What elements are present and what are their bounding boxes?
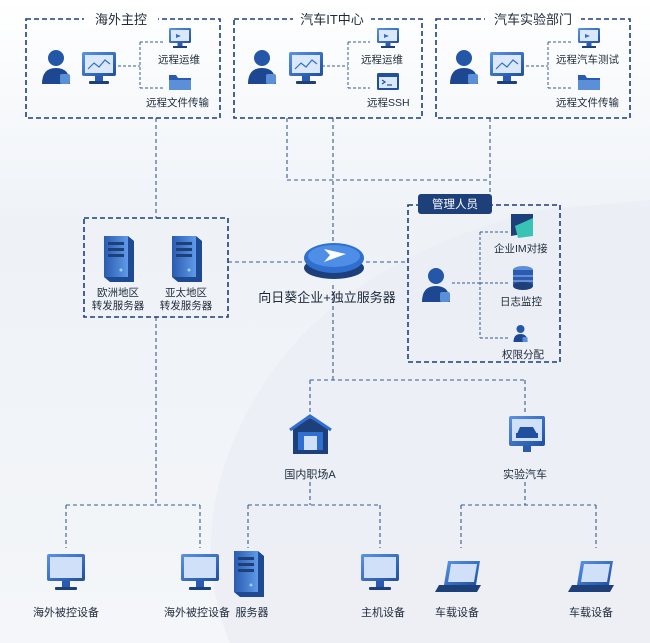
inner-connectors	[118, 41, 572, 339]
feature-label: 企业IM对接	[494, 242, 548, 255]
connection-lines	[65, 118, 597, 548]
central-server-icon	[304, 243, 364, 279]
im-icon	[511, 214, 533, 238]
device-label: 车载设备	[569, 605, 613, 619]
feature-label: 远程运维	[361, 53, 403, 66]
admin-title-badge	[418, 194, 492, 214]
test-car-icon	[509, 416, 545, 452]
database-icon	[513, 266, 533, 290]
server-label: 转发服务器	[92, 299, 145, 312]
device-label: 主机设备	[361, 605, 405, 619]
server-label: 亚太地区	[165, 286, 207, 299]
feature-label: 权限分配	[502, 348, 544, 361]
group-title-bg	[485, 11, 581, 27]
central-server-label: 向日葵企业+独立服务器	[258, 290, 396, 305]
device-label: 海外被控设备	[164, 605, 230, 619]
device-label: 海外被控设备	[33, 605, 99, 619]
site-label: 实验汽车	[503, 467, 547, 481]
server-label: 欧洲地区	[97, 286, 139, 299]
feature-label: 远程汽车测试	[556, 53, 619, 66]
site-label: 国内职场A	[284, 467, 336, 481]
eu-server-icon	[104, 236, 134, 282]
group-title-bg	[84, 11, 158, 27]
feature-label: 远程运维	[158, 53, 200, 66]
server-tower-icon	[234, 551, 264, 597]
feature-label: 远程文件传输	[556, 96, 619, 109]
group-title-auto-it-center: 汽车IT中心	[300, 12, 364, 27]
feature-label: 远程文件传输	[146, 96, 209, 109]
group-title-auto-lab: 汽车实验部门	[494, 12, 572, 27]
group-box-forwarding-servers	[83, 217, 229, 318]
group-title-overseas-master: 海外主控	[95, 12, 147, 27]
group-title-bg	[293, 11, 371, 27]
feature-label: 日志监控	[500, 295, 542, 308]
office-building-icon	[289, 414, 332, 454]
feature-label: 远程SSH	[367, 97, 410, 109]
ap-server-icon	[172, 236, 202, 282]
terminal-icon	[376, 72, 400, 91]
device-label: 车载设备	[435, 605, 479, 619]
device-label: 服务器	[236, 606, 269, 619]
group-box-auto-it-center	[233, 18, 423, 119]
server-label: 转发服务器	[160, 299, 213, 312]
admin-title: 管理人员	[432, 197, 478, 211]
background-swoosh	[210, 200, 650, 643]
